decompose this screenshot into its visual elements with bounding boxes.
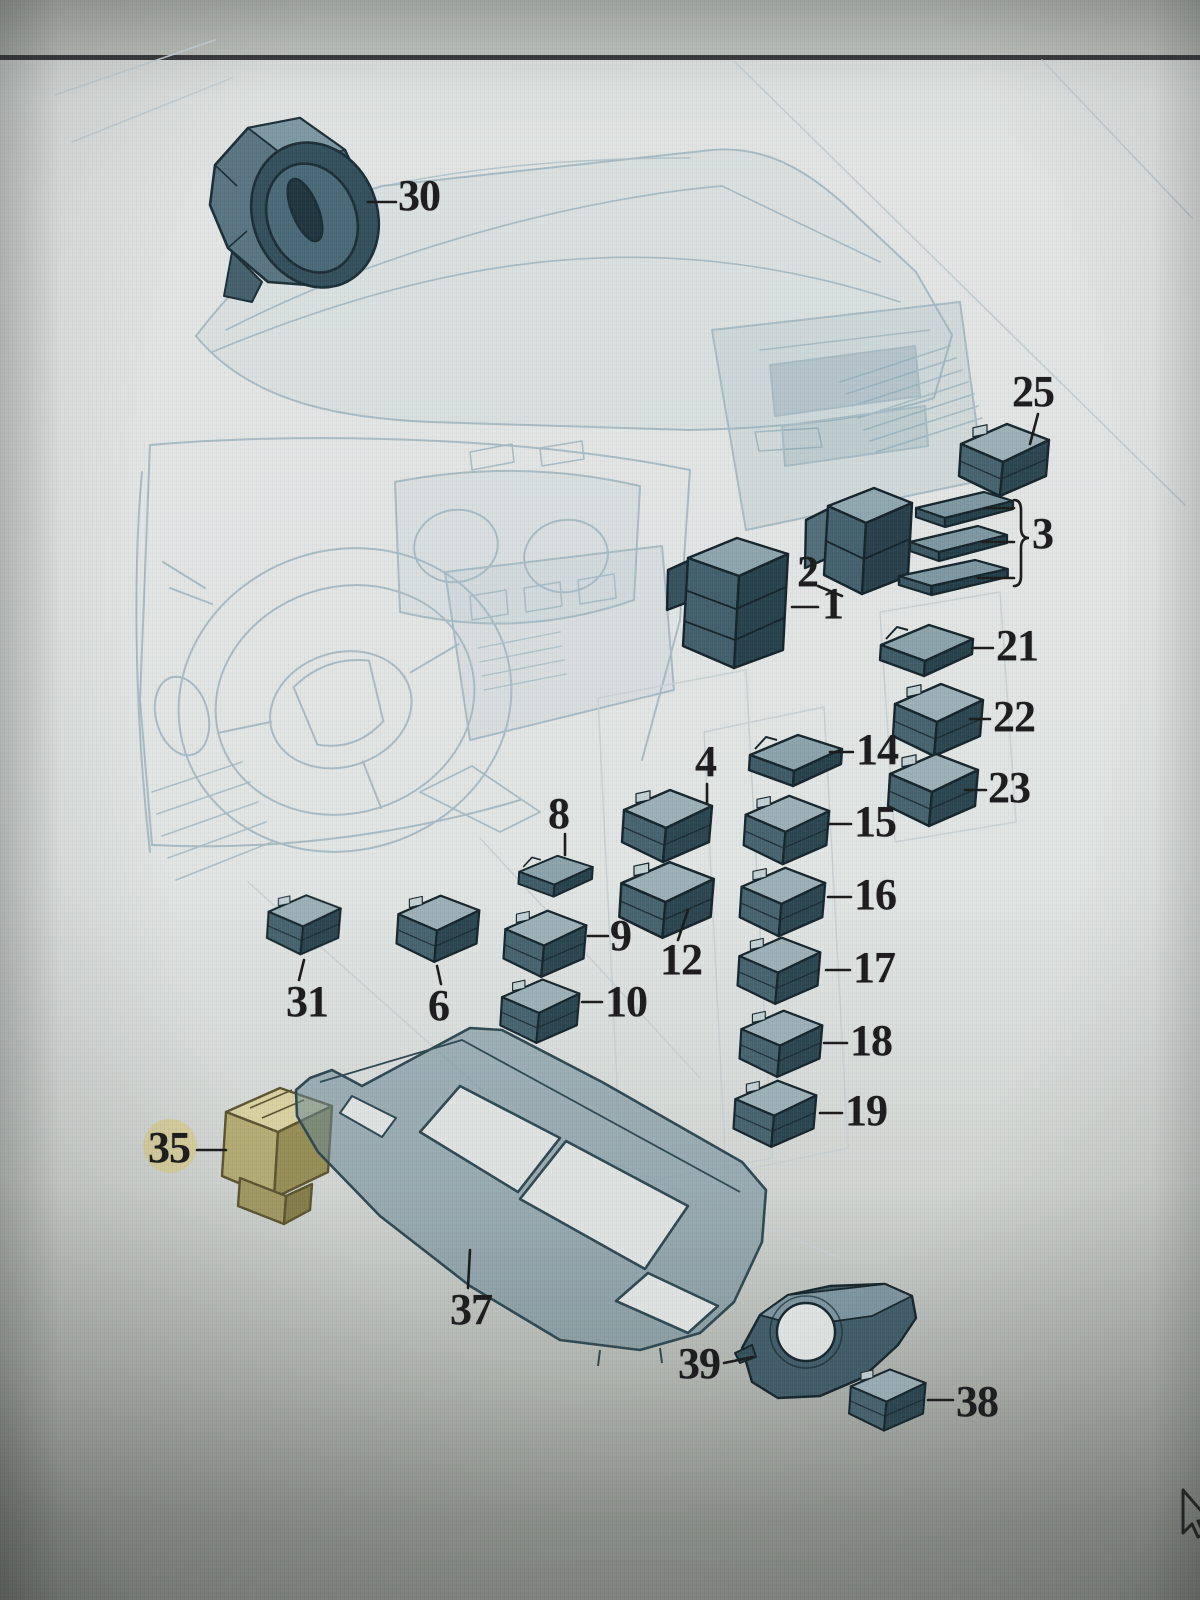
- part-label-25[interactable]: 25: [1012, 367, 1055, 416]
- part-label-17[interactable]: 17: [853, 943, 896, 992]
- part-label-4[interactable]: 4: [695, 737, 717, 786]
- part-graphic-8[interactable]: [517, 854, 594, 898]
- part-graphic-30[interactable]: [208, 116, 400, 307]
- part-label-35[interactable]: 35: [148, 1123, 191, 1172]
- part-graphic-38[interactable]: [848, 1368, 927, 1432]
- part-label-38[interactable]: 38: [956, 1377, 999, 1426]
- part-label-10[interactable]: 10: [605, 977, 648, 1026]
- leader-lines: [195, 200, 1040, 1402]
- part-label-1[interactable]: 1: [822, 579, 844, 628]
- part-graphic-17[interactable]: [736, 936, 822, 1006]
- pointer-cursor-icon: [1181, 1488, 1200, 1539]
- part-label-21[interactable]: 21: [996, 621, 1039, 670]
- part-graphic-25[interactable]: [957, 422, 1051, 498]
- part-label-2[interactable]: 2: [797, 547, 819, 596]
- screen-top-line: [0, 55, 1200, 60]
- part-graphic-10[interactable]: [499, 978, 581, 1044]
- part-label-3[interactable]: 3: [1032, 509, 1054, 558]
- part-graphic-9[interactable]: [502, 909, 588, 979]
- part-label-39[interactable]: 39: [678, 1339, 721, 1388]
- part-label-14[interactable]: 14: [856, 725, 899, 774]
- part-label-15[interactable]: 15: [854, 797, 897, 846]
- part-graphic-18[interactable]: [738, 1009, 824, 1079]
- part-graphic-35[interactable]: [143, 1086, 334, 1226]
- part-graphic-4[interactable]: [620, 788, 714, 864]
- part-label-9[interactable]: 9: [610, 911, 632, 960]
- part-graphic-16[interactable]: [738, 866, 827, 938]
- part-graphic-39[interactable]: [734, 1282, 918, 1400]
- part-label-23[interactable]: 23: [988, 763, 1031, 812]
- part-graphic-2[interactable]: [803, 486, 914, 596]
- part-label-18[interactable]: 18: [850, 1016, 893, 1065]
- part-label-30[interactable]: 30: [398, 171, 441, 220]
- part-graphic-21[interactable]: [878, 623, 975, 678]
- part-graphic-19[interactable]: [732, 1079, 818, 1149]
- part-label-19[interactable]: 19: [845, 1086, 888, 1135]
- part-label-12[interactable]: 12: [660, 935, 703, 984]
- part-label-6[interactable]: 6: [428, 981, 450, 1030]
- part-graphic-1[interactable]: [665, 536, 790, 670]
- part-graphic-12[interactable]: [618, 860, 716, 940]
- part-graphic-37[interactable]: [294, 1026, 768, 1367]
- part-graphic-6[interactable]: [395, 894, 481, 964]
- part-label-22[interactable]: 22: [993, 692, 1036, 741]
- part-label-16[interactable]: 16: [854, 870, 897, 919]
- dashboard-sketch: [54, 39, 1193, 1259]
- part-label-31[interactable]: 31: [286, 977, 329, 1026]
- part-label-8[interactable]: 8: [548, 789, 570, 838]
- part-label-37[interactable]: 37: [450, 1285, 493, 1334]
- part-graphic-31[interactable]: [265, 894, 342, 956]
